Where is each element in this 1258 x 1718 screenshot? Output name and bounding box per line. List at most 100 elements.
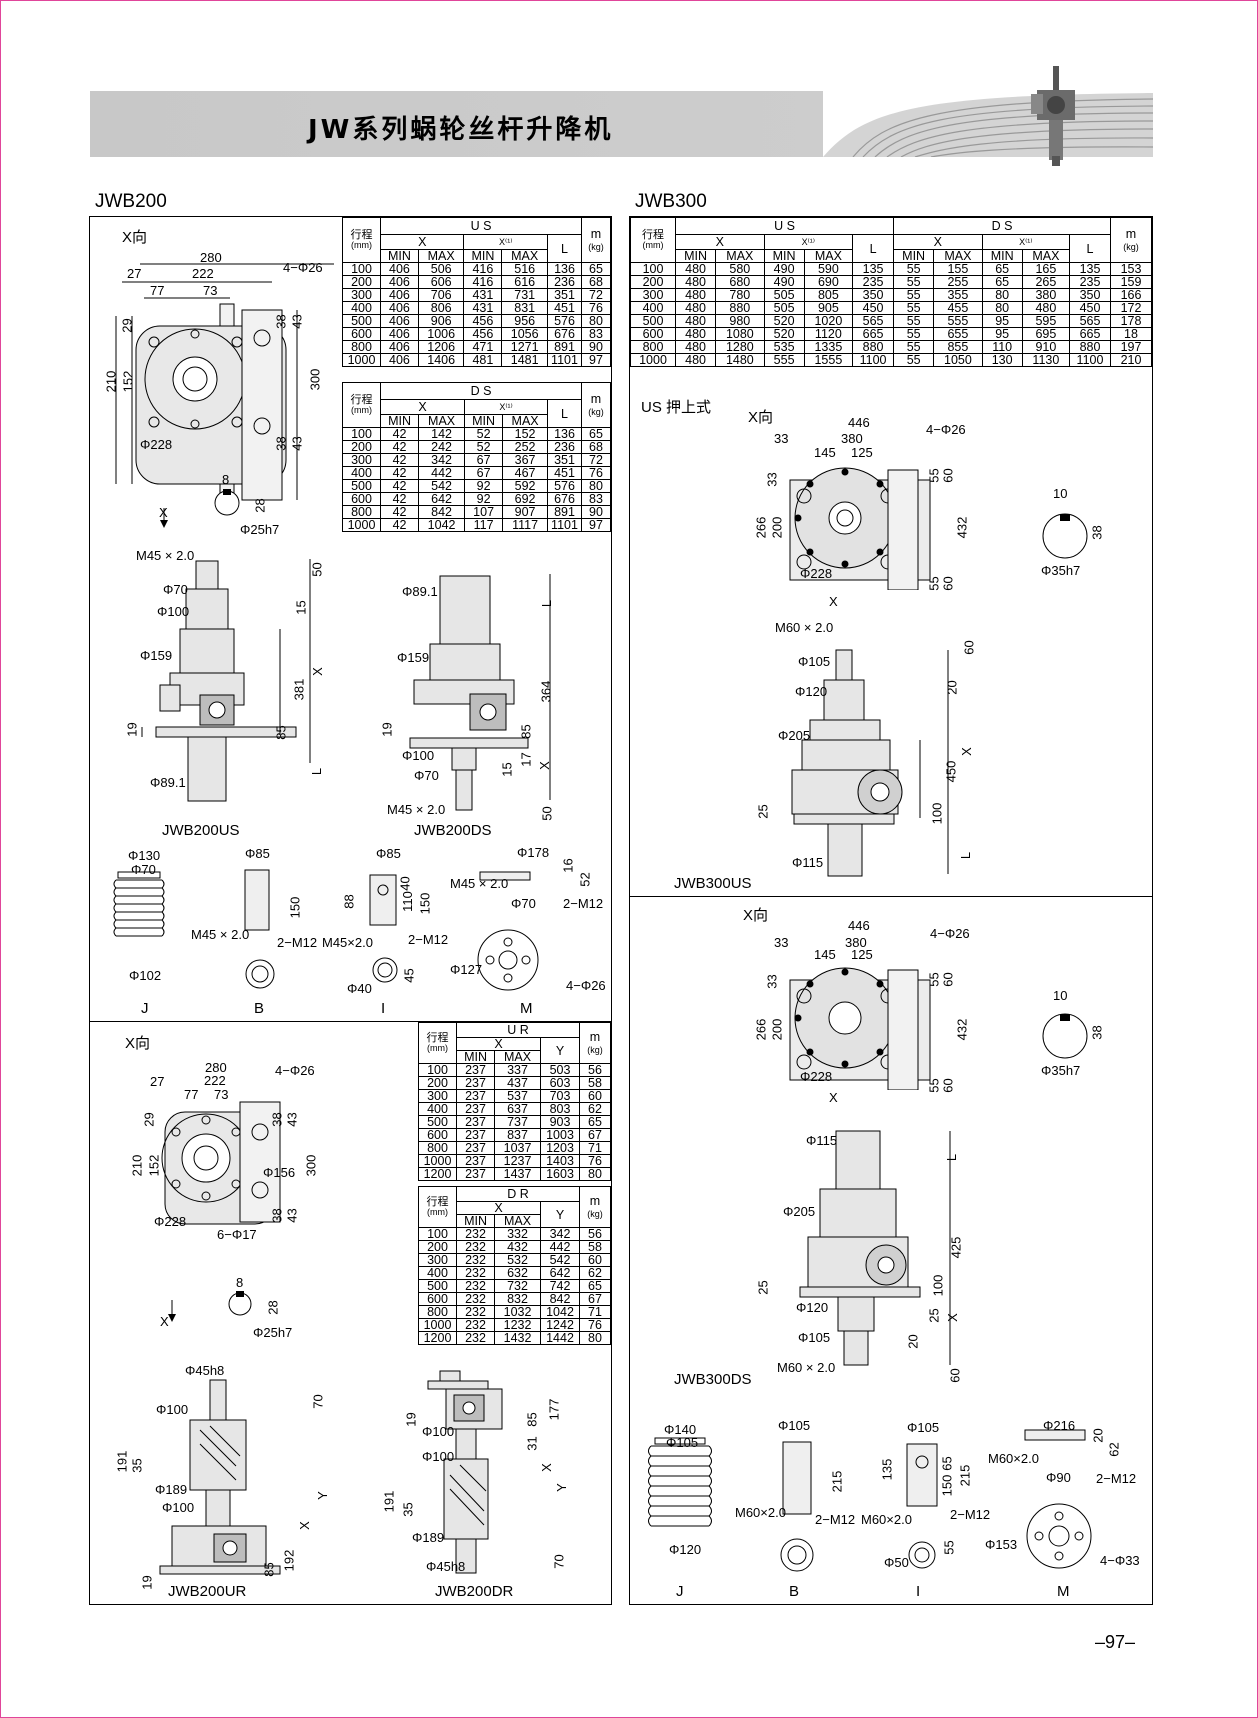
dim-33: 33 [764,472,780,487]
caption-jwb300ds: JWB300DS [674,1371,752,1388]
table-cell: 731 [501,288,548,302]
table-cell: 237 [455,1154,496,1168]
table-cell: 80 [981,301,1023,315]
table-cell: 1050 [933,353,983,367]
table-cell: 255 [933,275,983,289]
y-header: Y [540,1037,580,1064]
dim-d105: Φ105 [666,1435,699,1450]
dim-222: 222 [204,1073,226,1088]
table-cell: 237 [455,1089,496,1103]
table-cell: 576 [547,314,582,328]
dim-d228: Φ228 [140,437,173,452]
caption-m: M [1057,1583,1070,1600]
table-cell: 1000 [418,1318,457,1332]
x1-header: X⁽¹⁾ [463,234,548,250]
max-header: MAX [1021,249,1071,263]
table-cell: 237 [455,1167,496,1181]
stroke-header: 行程 [426,1032,449,1044]
dim-l: L [309,767,325,776]
thread-m45: M45×2.0 [322,935,373,950]
table-cell: 100 [418,1063,457,1077]
table-cell: 1481 [501,353,548,367]
kg-label: (kg) [588,242,604,252]
table-cell: 490 [763,262,805,276]
table-cell: 490 [763,275,805,289]
max-header: MAX [494,1050,541,1064]
dim-d85: Φ85 [376,846,401,861]
dim-d89: Φ89.1 [402,584,438,599]
dim-d100: Φ100 [156,1402,189,1417]
table-cell: 55 [893,275,935,289]
dim-33: 33 [774,431,789,446]
x-header: X [456,1201,541,1215]
table-cell: 95 [981,327,1023,341]
table-cell: 1242 [540,1318,580,1332]
table-cell: 65 [981,275,1023,289]
dim-y: Y [553,1483,569,1492]
table-cell: 891 [547,505,582,519]
dim-x: X [309,667,325,676]
dim-55: 55 [941,1540,957,1555]
table-cell: 42 [379,505,420,519]
table-cell: 732 [494,1279,541,1293]
table-cell: 232 [455,1331,496,1345]
table-cell: 232 [455,1266,496,1280]
thread-m45: M45 × 2.0 [450,876,509,891]
dim-266: 266 [753,516,769,539]
kg-label: (kg) [588,407,604,417]
table-cell: 1335 [803,340,854,354]
table-cell: 55 [893,262,935,276]
jwb300-lower-panel [629,896,1153,1605]
holes-4-d33: 4−Φ33 [1100,1553,1140,1568]
x-direction-label: X向 [743,907,769,924]
dim-d159: Φ159 [140,648,173,663]
table-cell: 406 [380,327,419,341]
dim-27: 27 [127,266,142,281]
dim-152: 152 [146,1154,162,1177]
max-header: MAX [933,249,983,263]
table-cell: 451 [547,466,582,480]
table-cell: 236 [547,275,582,289]
table-cell: 1000 [418,1154,457,1168]
dim-55: 55 [926,972,942,987]
caption-jwb200ds: JWB200DS [414,822,492,839]
table-cell: 680 [715,275,765,289]
dim-125: 125 [851,947,873,962]
table-cell: 152 [502,427,548,441]
dim-73: 73 [214,1087,229,1102]
dim-d205: Φ205 [783,1204,816,1219]
dim-19: 19 [379,722,395,737]
table-cell: 1480 [715,353,765,367]
m-label: m [590,227,602,241]
table-cell: 200 [418,1076,457,1090]
dim-145: 145 [814,947,836,962]
table-cell: 242 [418,440,466,454]
table-cell: 100 [342,262,381,276]
dim-43: 43 [284,1208,300,1223]
dim-19: 19 [139,1575,155,1590]
dim-52: 52 [577,872,593,887]
x-header: X [893,234,983,250]
dim-31: 31 [524,1436,540,1451]
table-cell: 65 [579,1115,611,1129]
us-group-header: U S [380,217,582,235]
table-cell: 400 [418,1102,457,1116]
kg-label: (kg) [587,1209,603,1219]
table-cell: 842 [418,505,466,519]
table-cell: 300 [342,288,381,302]
table-cell: 832 [494,1292,541,1306]
table-cell: 906 [417,314,465,328]
table-cell: 542 [418,479,466,493]
jwb200us-drawing [141,559,311,802]
shaft-d35h7: Φ35h7 [1041,1063,1081,1078]
table-cell: 130 [981,353,1023,367]
table-cell: 416 [463,262,503,276]
